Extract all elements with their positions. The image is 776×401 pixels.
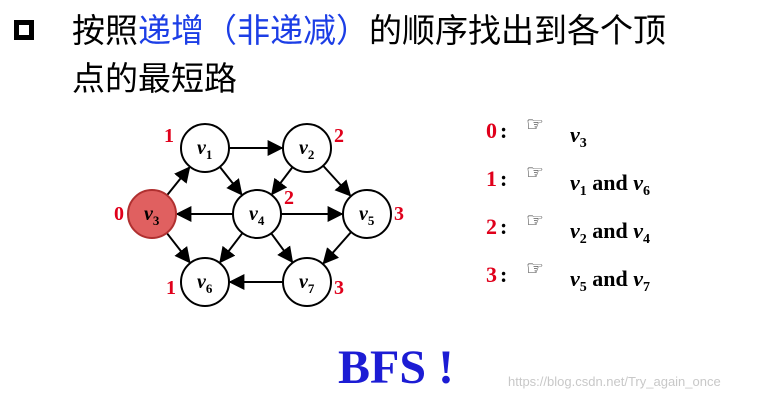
step-colon: : xyxy=(500,262,508,287)
distance-label-v1: 1 xyxy=(164,125,174,147)
vertex-subscript: 2 xyxy=(579,232,587,247)
step-number: 1 xyxy=(486,166,497,191)
node-circle-v5 xyxy=(342,189,392,239)
vertex-name: v xyxy=(633,170,644,195)
step-colon: : xyxy=(500,118,508,143)
node-circle-v2 xyxy=(282,123,332,173)
heading: 按照递增（非递减）的顺序找出到各个顶 点的最短路 xyxy=(0,0,776,110)
pointing-hand-icon: ☞ xyxy=(526,210,544,232)
edge-v3-v1 xyxy=(166,166,191,196)
node-circle-v7 xyxy=(282,257,332,307)
node-circle-v3 xyxy=(127,189,177,239)
edge-v4-v6 xyxy=(219,232,244,264)
vertex-subscript: 6 xyxy=(643,184,651,199)
step-colon: : xyxy=(500,166,508,191)
vertex-joiner: and xyxy=(586,218,634,243)
step-vertices: v1 and v6 xyxy=(570,170,650,200)
vertex-name: v xyxy=(570,122,580,147)
heading-text-part1: 按照 xyxy=(72,11,138,50)
vertex-subscript: 7 xyxy=(643,280,651,295)
vertex-name: v xyxy=(570,218,580,243)
vertex-subscript: 5 xyxy=(579,280,587,295)
edge-v5-v7 xyxy=(322,231,352,265)
node-circle-v4 xyxy=(232,189,282,239)
graph-edges xyxy=(165,140,352,290)
vertex-subscript: 4 xyxy=(643,232,651,247)
vertex-joiner: and xyxy=(586,266,634,291)
node-v4: v42 xyxy=(232,187,294,239)
heading-line-2: 点的最短路 xyxy=(72,59,237,98)
step-vertices: v5 and v7 xyxy=(570,266,650,296)
heading-highlight: 递增（非递减） xyxy=(138,11,369,50)
node-circle-v1 xyxy=(180,123,230,173)
distance-label-v6: 1 xyxy=(166,277,176,299)
pointing-hand-icon: ☞ xyxy=(526,258,544,280)
vertex-name: v xyxy=(570,266,580,291)
step-number: 3 xyxy=(486,262,497,287)
node-v1: v11 xyxy=(164,123,230,173)
edge-v2-v5 xyxy=(322,165,352,197)
node-v2: v22 xyxy=(282,123,344,173)
vertex-name: v xyxy=(570,170,580,195)
bfs-title: BFS ! xyxy=(338,341,455,394)
watermark: https://blog.csdn.net/Try_again_once xyxy=(508,374,721,389)
node-v6: v61 xyxy=(166,257,230,307)
vertex-name: v xyxy=(633,218,644,243)
edge-v3-v6 xyxy=(165,232,191,264)
step-vertices: v3 xyxy=(570,122,587,152)
distance-label-v7: 3 xyxy=(334,277,344,299)
node-circle-v6 xyxy=(180,257,230,307)
distance-label-v5: 3 xyxy=(394,203,404,225)
step-colon: : xyxy=(500,214,508,239)
step-number: 2 xyxy=(486,214,497,239)
heading-line-1: 按照递增（非递减）的顺序找出到各个顶 xyxy=(72,10,666,52)
distance-label-v4: 2 xyxy=(284,187,294,209)
square-bullet-icon xyxy=(14,20,34,40)
distance-label-v3: 0 xyxy=(114,203,124,225)
step-vertices: v2 and v4 xyxy=(570,218,650,248)
distance-label-v2: 2 xyxy=(334,125,344,147)
heading-text-part2: 的顺序找出到各个顶 xyxy=(369,11,666,50)
edge-v4-v7 xyxy=(270,232,294,264)
step-number: 0 xyxy=(486,118,497,143)
vertex-subscript: 1 xyxy=(579,184,587,199)
vertex-joiner: and xyxy=(586,170,634,195)
edge-v1-v4 xyxy=(219,166,243,196)
pointing-hand-icon: ☞ xyxy=(526,114,544,136)
vertex-name: v xyxy=(633,266,644,291)
edge-v2-v4 xyxy=(271,166,294,196)
vertex-subscript: 3 xyxy=(579,136,587,151)
node-v3: v30 xyxy=(114,189,177,239)
pointing-hand-icon: ☞ xyxy=(526,162,544,184)
